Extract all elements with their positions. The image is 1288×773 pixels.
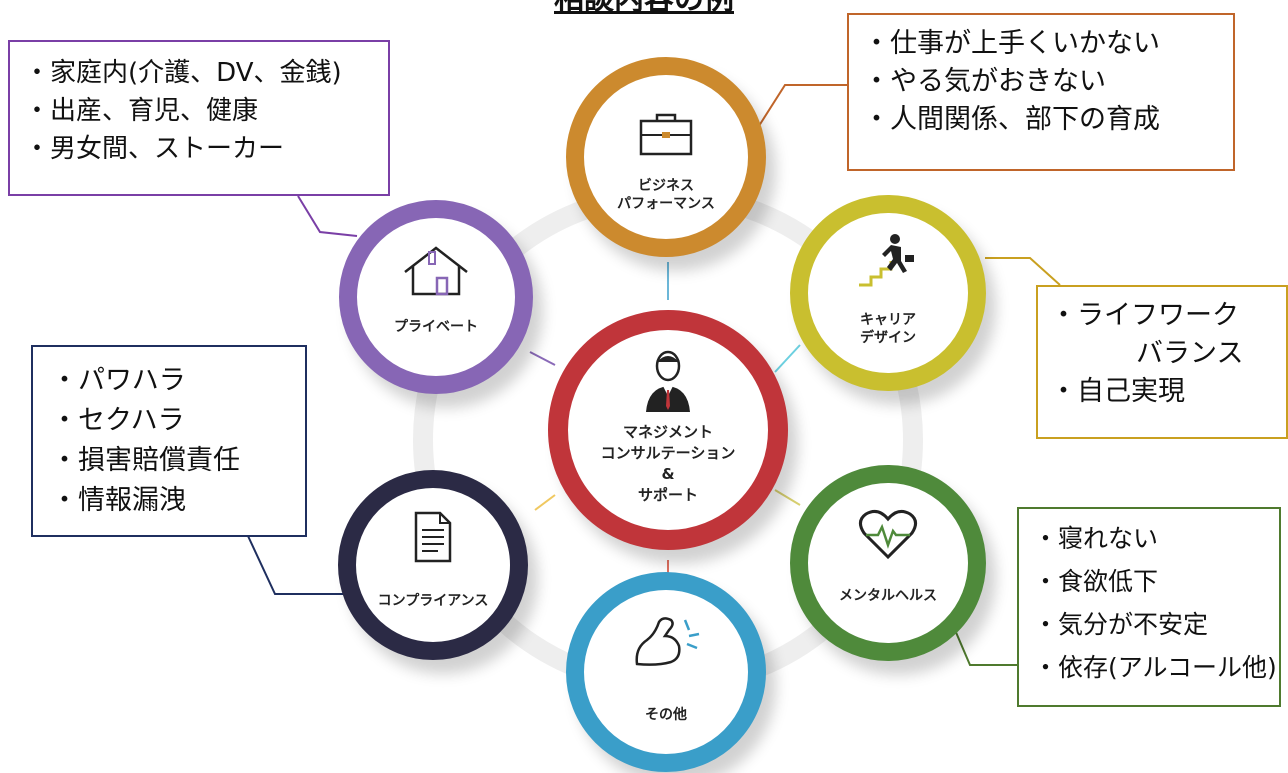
callout-business-item-3: ・人間関係、部下の育成 bbox=[863, 104, 1160, 135]
callout-business-item-1: ・仕事が上手くいかない bbox=[863, 28, 1160, 59]
spoke-compliance bbox=[534, 494, 556, 511]
mental-line-1: メンタルヘルス bbox=[839, 588, 937, 604]
callout-mental: ・寝れない ・食欲低下 ・気分が不安定 ・依存(アルコール他) bbox=[1017, 507, 1281, 707]
callout-mental-item-4: ・依存(アルコール他) bbox=[1033, 653, 1277, 682]
spoke-career bbox=[774, 344, 801, 373]
callout-private-item-3: ・男女間、ストーカー bbox=[24, 134, 285, 164]
career-line-1: キャリア bbox=[860, 312, 916, 328]
leader-career bbox=[985, 257, 1061, 286]
callout-mental-item-3: ・気分が不安定 bbox=[1033, 610, 1209, 639]
house-icon bbox=[403, 244, 469, 300]
node-career: キャリア デザイン bbox=[790, 195, 986, 391]
callout-career: ・ライフワーク バランス ・自己実現 bbox=[1036, 285, 1288, 439]
center-label: マネジメント コンサルテーション & サポート bbox=[568, 422, 768, 506]
heartbeat-icon bbox=[858, 509, 918, 565]
document-icon bbox=[413, 510, 453, 568]
mental-label: メンタルヘルス bbox=[808, 587, 968, 605]
callout-career-item-3: ・自己実現 bbox=[1050, 376, 1185, 407]
callout-compliance-item-4: ・情報漏洩 bbox=[51, 485, 186, 516]
private-label: プライベート bbox=[357, 318, 515, 336]
callout-private: ・家庭内(介護、DV、金銭) ・出産、育児、健康 ・男女間、ストーカー bbox=[8, 40, 390, 196]
private-line-1: プライベート bbox=[394, 319, 478, 335]
callout-career-item-1: ・ライフワーク bbox=[1050, 300, 1239, 331]
callout-mental-item-2: ・食欲低下 bbox=[1033, 567, 1159, 596]
node-other: その他 bbox=[566, 572, 766, 772]
briefcase-icon bbox=[638, 111, 694, 161]
callout-compliance: ・パワハラ ・セクハラ ・損害賠償責任 ・情報漏洩 bbox=[31, 345, 307, 537]
spoke-private bbox=[529, 351, 556, 366]
callout-compliance-item-3: ・損害賠償責任 bbox=[51, 445, 240, 476]
businessman-icon bbox=[642, 348, 694, 418]
center-line-1: マネジメント bbox=[622, 423, 713, 441]
other-line-1: その他 bbox=[645, 707, 687, 723]
node-mental-health: メンタルヘルス bbox=[790, 465, 986, 661]
callout-business: ・仕事が上手くいかない ・やる気がおきない ・人間関係、部下の育成 bbox=[847, 13, 1235, 171]
business-line-2: パフォーマンス bbox=[617, 196, 715, 212]
callout-business-item-2: ・やる気がおきない bbox=[863, 66, 1106, 97]
spoke-mental bbox=[774, 489, 801, 506]
diagram-title: 相談内容の例 bbox=[0, 0, 1288, 18]
node-business: ビジネス パフォーマンス bbox=[566, 57, 766, 257]
business-label: ビジネス パフォーマンス bbox=[584, 177, 748, 213]
leader-business bbox=[756, 84, 848, 130]
leader-private bbox=[297, 195, 358, 237]
stair-climber-icon bbox=[857, 231, 919, 291]
callout-career-item-2: バランス bbox=[1136, 338, 1244, 369]
compliance-label: コンプライアンス bbox=[356, 592, 510, 610]
node-private: プライベート bbox=[339, 200, 533, 394]
callout-private-item-2: ・出産、育児、健康 bbox=[24, 96, 259, 126]
career-line-2: デザイン bbox=[860, 330, 916, 346]
career-label: キャリア デザイン bbox=[808, 311, 968, 347]
center-line-3: & bbox=[661, 465, 675, 483]
callout-compliance-item-2: ・セクハラ bbox=[51, 405, 185, 436]
compliance-line-1: コンプライアンス bbox=[377, 593, 489, 609]
business-line-1: ビジネス bbox=[638, 178, 694, 194]
other-label: その他 bbox=[584, 706, 748, 724]
center-line-4: サポート bbox=[637, 486, 698, 504]
center-node: マネジメント コンサルテーション & サポート bbox=[548, 310, 788, 550]
leader-compliance bbox=[247, 535, 343, 595]
leader-mental bbox=[954, 629, 1018, 666]
callout-private-item-1: ・家庭内(介護、DV、金銭) bbox=[24, 58, 342, 88]
callout-mental-item-1: ・寝れない bbox=[1033, 524, 1159, 553]
center-line-2: コンサルテーション bbox=[600, 444, 736, 462]
flexed-arm-icon bbox=[631, 614, 701, 672]
callout-compliance-item-1: ・パワハラ bbox=[51, 365, 186, 396]
node-compliance: コンプライアンス bbox=[338, 470, 528, 660]
